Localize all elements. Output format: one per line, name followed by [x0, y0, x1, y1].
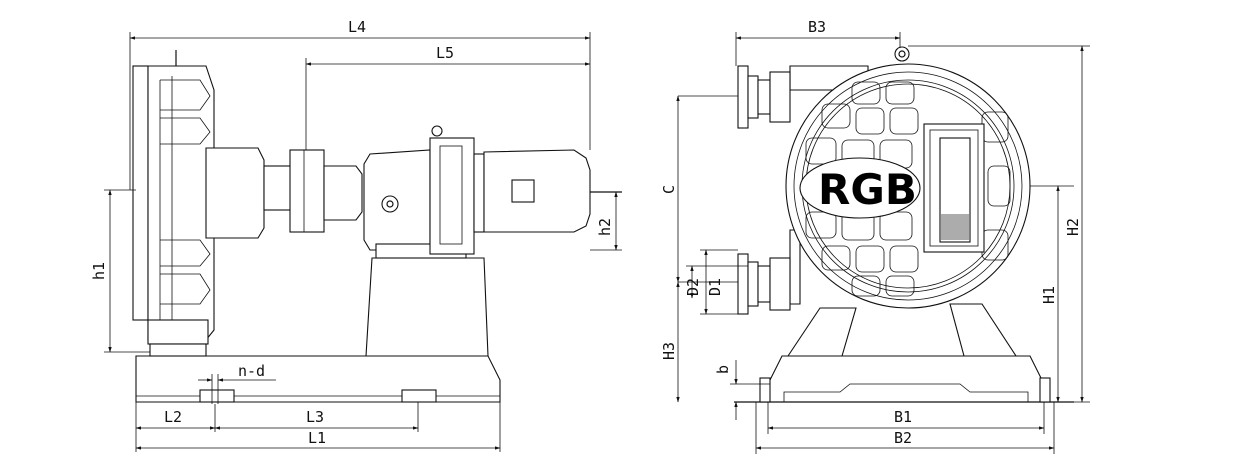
support-leg-right — [949, 303, 1018, 357]
dim-h1: h1 — [90, 262, 108, 280]
anchor-block-right — [401, 389, 437, 403]
dim-B1: B1 — [894, 408, 912, 426]
gearbox-pedestal — [365, 257, 489, 357]
dim-L3: L3 — [306, 408, 324, 426]
dim-C: C — [660, 185, 678, 194]
dim-h2: h2 — [596, 218, 614, 236]
dim-H1: H1 — [1040, 286, 1058, 304]
front-base — [767, 355, 1045, 403]
side-base-plate — [135, 355, 501, 403]
inlet-nozzle — [737, 253, 791, 315]
motor — [483, 149, 622, 233]
dim-b: b — [714, 365, 732, 374]
brand-plate — [799, 157, 921, 219]
dim-L4: L4 — [348, 18, 366, 36]
side-view: L4 L5 h1 h2 n-d L2 L3 L1 — [90, 18, 622, 452]
dim-D1: D1 — [706, 278, 724, 296]
dim-L1: L1 — [308, 429, 326, 447]
outlet-nozzle — [737, 65, 791, 129]
pump-head-side — [132, 50, 293, 357]
dim-B2: B2 — [894, 429, 912, 447]
dim-n-d: n-d — [238, 362, 265, 380]
gearbox — [363, 125, 485, 259]
brand-logo: RGB — [818, 165, 917, 214]
front-view: RGB B3 — [660, 18, 1090, 454]
dim-H2: H2 — [1064, 218, 1082, 236]
dim-B3: B3 — [808, 18, 826, 36]
support-leg-left — [786, 307, 857, 357]
dim-L2: L2 — [164, 408, 182, 426]
lifting-eye — [894, 46, 910, 62]
dim-D2: D2 — [684, 278, 702, 296]
housing-window-grid — [805, 81, 1011, 297]
coupling — [289, 149, 363, 233]
dim-H3: H3 — [660, 342, 678, 360]
anchor-block-left — [199, 389, 235, 403]
dim-L5: L5 — [436, 44, 454, 62]
inspection-window — [923, 123, 985, 253]
